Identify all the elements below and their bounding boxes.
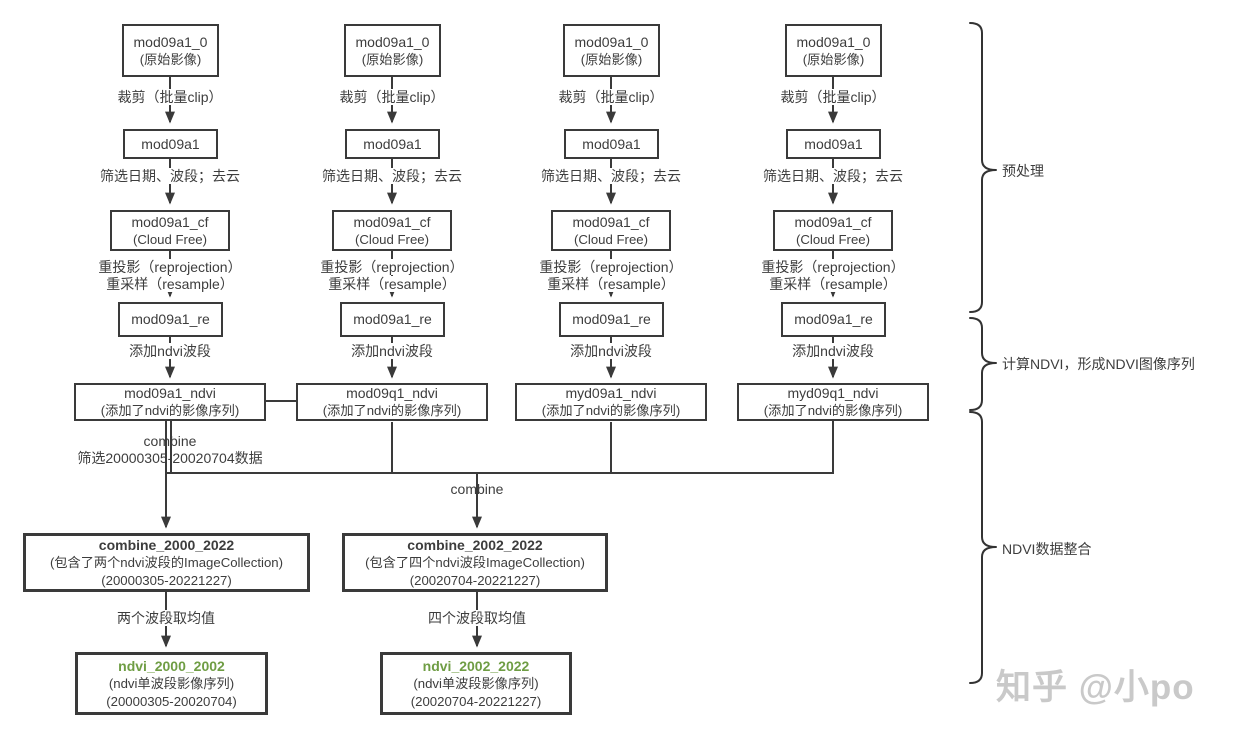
- ndvi-box: mod09a1_ndvi (添加了ndvi的影像序列): [74, 383, 266, 421]
- source-box-name: mod09a1_0: [574, 33, 649, 50]
- reproject-step-label: 重投影（reprojection）: [95, 259, 245, 275]
- add-ndvi-step-label: 添加ndvi波段: [348, 343, 436, 359]
- clip-step-label: 裁剪（批量clip）: [336, 89, 448, 105]
- reproject-step-label: 重投影（reprojection）: [536, 259, 686, 275]
- reprojected-box: mod09a1_re: [340, 302, 445, 337]
- ndvi-box-name: myd09a1_ndvi: [565, 385, 657, 401]
- cloudfree-box-name: mod09a1_cf: [131, 213, 209, 230]
- resample-step-label: 重采样（resample）: [325, 276, 459, 292]
- clip-step-label: 裁剪（批量clip）: [114, 89, 226, 105]
- ndvi-box-desc: (添加了ndvi的影像序列): [763, 403, 903, 418]
- reprojected-box: mod09a1_re: [559, 302, 664, 337]
- filter-step-label: 筛选日期、波段；去云: [319, 168, 465, 184]
- filter-step-label: 筛选日期、波段；去云: [760, 168, 906, 184]
- watermark: 知乎 @小po: [996, 668, 1195, 707]
- ndvi-box-name: mod09q1_ndvi: [346, 385, 438, 401]
- four-band-mean-label: 四个波段取均值: [425, 610, 529, 626]
- resample-step-label: 重采样（resample）: [766, 276, 900, 292]
- combine-2000-2022-dates: (20000305-20221227): [101, 572, 232, 588]
- reproject-step-label: 重投影（reprojection）: [758, 259, 908, 275]
- ndvi-2000-2002-box: ndvi_2000_2002 (ndvi单波段影像序列) (20000305-2…: [75, 652, 268, 715]
- clip-step-label: 裁剪（批量clip）: [777, 89, 889, 105]
- source-box-name: mod09a1_0: [133, 33, 208, 50]
- combine-2000-2022-box: combine_2000_2022 (包含了两个ndvi波段的ImageColl…: [23, 533, 310, 592]
- clipped-box: mod09a1: [345, 129, 440, 159]
- source-box-name: mod09a1_0: [355, 33, 430, 50]
- cloudfree-box-name: mod09a1_cf: [572, 213, 650, 230]
- cloudfree-box: mod09a1_cf (Cloud Free): [332, 210, 452, 251]
- reproject-step-label: 重投影（reprojection）: [317, 259, 467, 275]
- cloudfree-box-desc: (Cloud Free): [354, 231, 430, 247]
- add-ndvi-step-label: 添加ndvi波段: [126, 343, 214, 359]
- cloudfree-box: mod09a1_cf (Cloud Free): [110, 210, 230, 251]
- source-box: mod09a1_0 (原始影像): [785, 24, 882, 77]
- stage-label-ndvi-series: 计算NDVI，形成NDVI图像序列: [1002, 356, 1195, 372]
- add-ndvi-step-label: 添加ndvi波段: [567, 343, 655, 359]
- cloudfree-box-desc: (Cloud Free): [573, 231, 649, 247]
- stage-label-preprocessing: 预处理: [1002, 163, 1044, 179]
- cloudfree-box: mod09a1_cf (Cloud Free): [551, 210, 671, 251]
- filter-step-label: 筛选日期、波段；去云: [538, 168, 684, 184]
- ndvi-box: myd09q1_ndvi (添加了ndvi的影像序列): [737, 383, 929, 421]
- ndvi-box: myd09a1_ndvi (添加了ndvi的影像序列): [515, 383, 707, 421]
- combine-2000-2022-desc: (包含了两个ndvi波段的ImageCollection): [49, 554, 284, 570]
- ndvi-2002-2022-dates: (20020704-20221227): [410, 693, 542, 709]
- resample-step-label: 重采样（resample）: [103, 276, 237, 292]
- ndvi-box-name: myd09q1_ndvi: [787, 385, 879, 401]
- ndvi-box: mod09q1_ndvi (添加了ndvi的影像序列): [296, 383, 488, 421]
- clip-step-label: 裁剪（批量clip）: [555, 89, 667, 105]
- clipped-box: mod09a1: [123, 129, 218, 159]
- stage-brace-integration: [969, 411, 997, 684]
- combine-2002-2022-desc: (包含了四个ndvi波段ImageCollection): [365, 554, 585, 570]
- cloudfree-box-desc: (Cloud Free): [795, 231, 871, 247]
- two-band-mean-label: 两个波段取均值: [114, 610, 218, 626]
- cloudfree-box-name: mod09a1_cf: [353, 213, 431, 230]
- source-box: mod09a1_0 (原始影像): [344, 24, 441, 77]
- combine-2002-2022-title: combine_2002_2022: [407, 536, 543, 553]
- ndvi-2000-2002-title: ndvi_2000_2002: [118, 657, 225, 674]
- combine-2002-2022-box: combine_2002_2022 (包含了四个ndvi波段ImageColle…: [342, 533, 608, 592]
- reprojected-box: mod09a1_re: [781, 302, 886, 337]
- source-box-desc: (原始影像): [802, 51, 865, 67]
- ndvi-box-desc: (添加了ndvi的影像序列): [100, 403, 240, 418]
- source-box-desc: (原始影像): [580, 51, 643, 67]
- add-ndvi-step-label: 添加ndvi波段: [789, 343, 877, 359]
- ndvi-box-desc: (添加了ndvi的影像序列): [322, 403, 462, 418]
- ndvi-2002-2022-title: ndvi_2002_2022: [422, 657, 530, 674]
- combine-2002-2022-dates: (20020704-20221227): [409, 572, 541, 588]
- ndvi-2002-2022-box: ndvi_2002_2022 (ndvi单波段影像序列) (20020704-2…: [380, 652, 572, 715]
- source-box-name: mod09a1_0: [796, 33, 871, 50]
- ndvi-2000-2002-dates: (20000305-20020704): [106, 693, 237, 709]
- ndvi-box-name: mod09a1_ndvi: [124, 385, 216, 401]
- stage-brace-preprocessing: [969, 22, 997, 313]
- source-box-desc: (原始影像): [139, 51, 202, 67]
- resample-step-label: 重采样（resample）: [544, 276, 678, 292]
- ndvi-2000-2002-desc: (ndvi单波段影像序列): [108, 675, 235, 691]
- source-box-desc: (原始影像): [361, 51, 424, 67]
- cloudfree-box-desc: (Cloud Free): [132, 231, 208, 247]
- reprojected-box: mod09a1_re: [118, 302, 223, 337]
- stage-label-data-integration: NDVI数据整合: [1002, 541, 1092, 557]
- ndvi-box-desc: (添加了ndvi的影像序列): [541, 403, 681, 418]
- source-box: mod09a1_0 (原始影像): [563, 24, 660, 77]
- filter-step-label: 筛选日期、波段；去云: [97, 168, 243, 184]
- cloudfree-box: mod09a1_cf (Cloud Free): [773, 210, 893, 251]
- stage-brace-ndvi: [969, 317, 997, 411]
- clipped-box: mod09a1: [786, 129, 881, 159]
- clipped-box: mod09a1: [564, 129, 659, 159]
- cloudfree-box-name: mod09a1_cf: [794, 213, 872, 230]
- source-box: mod09a1_0 (原始影像): [122, 24, 219, 77]
- combine-2000-2022-title: combine_2000_2022: [98, 536, 235, 553]
- ndvi-2002-2022-desc: (ndvi单波段影像序列): [413, 675, 539, 691]
